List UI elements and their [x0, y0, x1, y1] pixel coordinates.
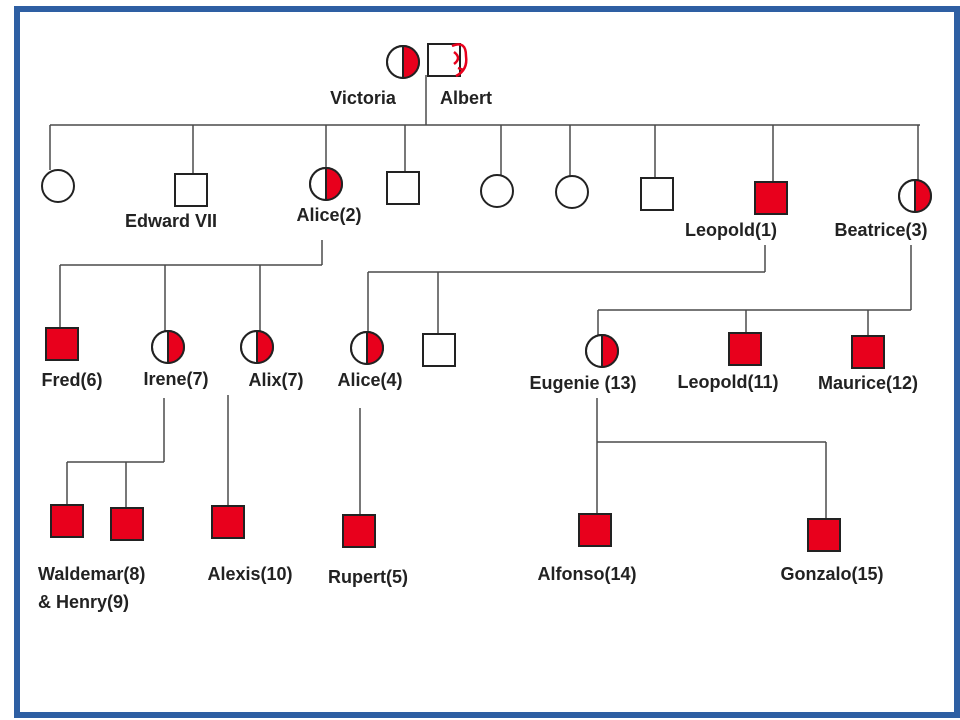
person-waldemar8-symbol — [50, 504, 84, 538]
person-c5-symbol — [480, 174, 514, 208]
person-gonzalo15-label: Gonzalo(15) — [780, 564, 883, 584]
person-alexis10-label: Alexis(10) — [207, 564, 292, 584]
person-edward-label: Edward VII — [125, 211, 217, 231]
person-c7-symbol — [640, 177, 674, 211]
waldemar-henry-caption-line2: & Henry(9) — [38, 592, 129, 612]
person-fred6-label: Fred(6) — [41, 370, 102, 390]
person-leopold11-label: Leopold(11) — [677, 372, 778, 392]
person-leopold11-symbol — [728, 332, 762, 366]
person-maurice12-label: Maurice(12) — [818, 373, 918, 393]
person-albert-symbol — [427, 43, 461, 77]
person-maurice12-symbol — [851, 335, 885, 369]
person-henry9-symbol — [110, 507, 144, 541]
person-irene7-symbol — [151, 330, 185, 364]
person-alix7-symbol — [240, 330, 274, 364]
person-rupert5-symbol — [342, 514, 376, 548]
person-irene7-label: Irene(7) — [143, 369, 208, 389]
pedigree-symbols — [41, 43, 932, 552]
person-eugenie13-symbol — [585, 334, 619, 368]
person-beatrice3-symbol — [898, 179, 932, 213]
person-alix7-label: Alix(7) — [248, 370, 303, 390]
person-beatrice3-label: Beatrice(3) — [834, 220, 927, 240]
person-alfonso14-symbol — [578, 513, 612, 547]
person-leopold1-label: Leopold(1) — [685, 220, 777, 240]
person-eugenie13-label: Eugenie (13) — [529, 373, 636, 393]
person-alice4sp-symbol — [422, 333, 456, 367]
person-c6-symbol — [555, 175, 589, 209]
person-fred6-symbol — [45, 327, 79, 361]
person-c4-symbol — [386, 171, 420, 205]
person-c1-symbol — [41, 169, 75, 203]
person-alice2-symbol — [309, 167, 343, 201]
waldemar-henry-caption-line1: Waldemar(8) — [38, 564, 145, 584]
person-leopold1-symbol — [754, 181, 788, 215]
person-gonzalo15-symbol — [807, 518, 841, 552]
person-albert-label: Albert — [440, 88, 492, 108]
pedigree-lines — [49, 75, 920, 519]
person-alexis10-symbol — [211, 505, 245, 539]
person-alice2-label: Alice(2) — [296, 205, 361, 225]
person-alice4-label: Alice(4) — [337, 370, 402, 390]
person-alfonso14-label: Alfonso(14) — [538, 564, 637, 584]
person-victoria-label: Victoria — [330, 88, 397, 108]
albert-red-mark — [451, 43, 468, 78]
person-edward-symbol — [174, 173, 208, 207]
person-victoria-symbol — [386, 45, 420, 79]
person-rupert5-label: Rupert(5) — [328, 567, 408, 587]
person-alice4-symbol — [350, 331, 384, 365]
